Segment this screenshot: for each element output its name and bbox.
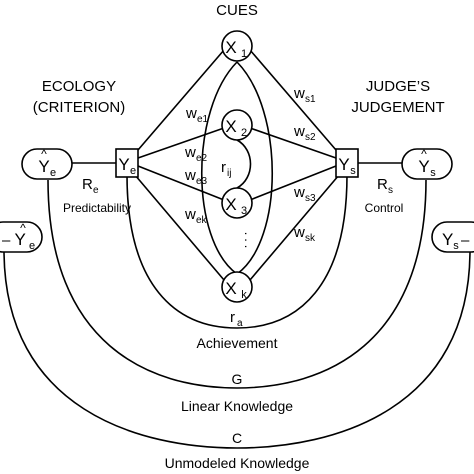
svg-text:–: –	[461, 232, 470, 249]
edge-ye-x1	[137, 49, 225, 151]
svg-text:^: ^	[421, 147, 427, 161]
svg-text:Y: Y	[338, 155, 349, 174]
svg-text:– Y: – Y	[2, 230, 26, 249]
cue-node-x3: X 3	[221, 187, 253, 219]
svg-text:w: w	[293, 224, 305, 241]
svg-text:w: w	[293, 184, 305, 201]
predictability-label: Predictability	[63, 201, 131, 215]
edge-ye-xk	[134, 174, 225, 281]
weight-ws2: w s2	[293, 123, 316, 143]
svg-text:e3: e3	[196, 176, 208, 187]
svg-text:X: X	[225, 195, 236, 214]
re-label: R e	[82, 176, 99, 196]
weight-we1: w e1	[185, 105, 209, 125]
edge-ys-xk	[249, 174, 340, 281]
svg-text:w: w	[293, 85, 305, 102]
cue-intercorrelation-label: r ij	[221, 159, 231, 179]
svg-text:e: e	[50, 167, 56, 179]
edge-ys-x1	[249, 49, 337, 151]
predicted-criterion-node: ^ Y e	[21, 147, 73, 180]
weight-we3: w e3	[184, 167, 208, 187]
svg-text:Y: Y	[38, 157, 49, 176]
svg-text:Y: Y	[442, 230, 453, 249]
weight-we2: w e2	[184, 144, 208, 164]
svg-text:s: s	[388, 185, 393, 196]
svg-text:R: R	[377, 176, 388, 193]
cue-node-xk: X k	[221, 271, 253, 303]
svg-text:e1: e1	[197, 114, 209, 125]
cue-node-x2: X 2	[221, 109, 253, 141]
linear-knowledge-label: Linear Knowledge	[181, 398, 293, 414]
cue-intercorrelation-loop	[236, 61, 274, 275]
svg-text:s1: s1	[305, 94, 316, 105]
c-label: C	[232, 430, 242, 446]
svg-text:w: w	[184, 144, 196, 161]
svg-text:e: e	[29, 240, 35, 252]
criterion-node-ye: Y e	[115, 148, 139, 178]
svg-text:^: ^	[20, 221, 26, 235]
ra-label: r a	[230, 309, 243, 329]
svg-text:w: w	[185, 105, 197, 122]
weight-ws3: w s3	[293, 184, 316, 204]
svg-text:e: e	[93, 185, 99, 196]
svg-text:e2: e2	[196, 153, 208, 164]
cue-intercorrelation-loop	[236, 139, 252, 189]
edge-ye-x3	[137, 165, 225, 201]
svg-text:1: 1	[241, 48, 247, 60]
cue-intercorrelation-loop	[200, 61, 238, 275]
predicted-judgement-node: ^ Y s	[401, 147, 453, 180]
criterion-label: (CRITERION)	[33, 99, 126, 116]
svg-text:2: 2	[241, 127, 247, 139]
judgement-node-ys: Y s	[335, 148, 359, 178]
svg-text:X: X	[225, 38, 236, 57]
cue-ellipsis: · · ·	[239, 231, 254, 248]
svg-text:Y: Y	[418, 157, 429, 176]
svg-text:w: w	[293, 123, 305, 140]
linear-knowledge-arc	[47, 179, 427, 389]
svg-text:r: r	[221, 159, 226, 176]
edge-ye-x2	[137, 127, 225, 159]
svg-text:X: X	[225, 117, 236, 136]
svg-text:ek: ek	[196, 215, 208, 226]
weight-ws1: w s1	[293, 85, 316, 105]
ecology-label: ECOLOGY	[42, 78, 116, 95]
rs-label: R s	[377, 176, 393, 196]
svg-text:w: w	[184, 167, 196, 184]
svg-text:s3: s3	[305, 193, 316, 204]
weight-wek: w ek	[184, 206, 208, 226]
achievement-arc	[126, 174, 348, 329]
svg-text:s: s	[350, 165, 356, 177]
edge-ys-x2	[249, 127, 337, 159]
edge-ys-x3	[249, 165, 337, 201]
svg-text:e: e	[130, 165, 136, 177]
svg-text:ij: ij	[227, 168, 231, 179]
achievement-label: Achievement	[197, 335, 278, 351]
criterion-residual-node: – Y ^ e	[0, 221, 43, 253]
svg-text:Y: Y	[118, 155, 129, 174]
g-label: G	[232, 371, 243, 387]
svg-text:s: s	[430, 167, 436, 179]
judgement-residual-node: Y s –	[431, 221, 474, 253]
control-label: Control	[365, 201, 404, 215]
svg-text:s2: s2	[305, 132, 316, 143]
judges-label: JUDGE’S	[366, 78, 430, 95]
unmodeled-knowledge-arc	[3, 249, 471, 449]
svg-text:k: k	[241, 289, 247, 301]
svg-text:R: R	[82, 176, 93, 193]
unmodeled-knowledge-label: Unmodeled Knowledge	[165, 455, 310, 471]
svg-text:s: s	[453, 240, 459, 252]
svg-text:a: a	[237, 318, 243, 329]
svg-text:X: X	[225, 279, 236, 298]
svg-text:r: r	[230, 309, 235, 326]
cues-title: CUES	[216, 2, 258, 19]
cue-node-x1: X 1	[221, 30, 253, 62]
judgement-label: JUDGEMENT	[351, 99, 444, 116]
svg-text:3: 3	[241, 205, 247, 217]
svg-text:w: w	[184, 206, 196, 223]
svg-text:^: ^	[41, 147, 47, 161]
weight-wsk: w sk	[293, 224, 316, 244]
svg-text:sk: sk	[305, 233, 316, 244]
